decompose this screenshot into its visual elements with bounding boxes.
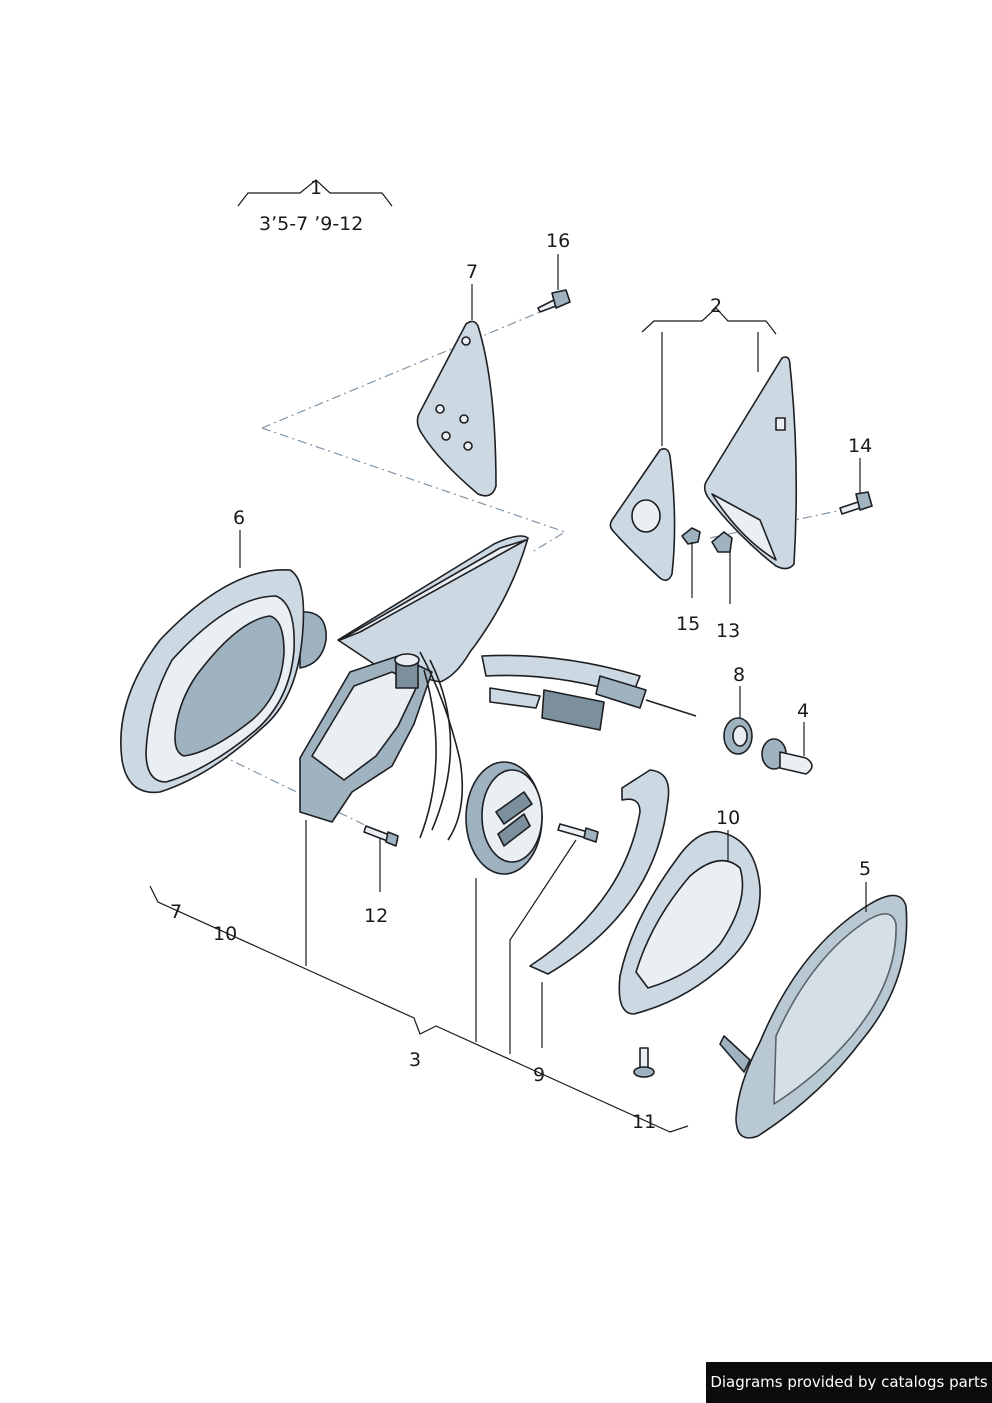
part-grommet [723, 717, 753, 755]
part-clip-13 [711, 531, 733, 553]
part-adjustment-motor [465, 761, 543, 875]
callout-1-range: 3ʼ5-7 ʼ9-12 [259, 213, 363, 235]
callout-14: 14 [848, 435, 872, 457]
callout-4: 4 [797, 700, 809, 722]
part-actuator-bracket [299, 653, 433, 823]
callout-16: 16 [546, 230, 570, 252]
callout-15: 15 [676, 613, 700, 635]
part-cover-cap [618, 830, 761, 1015]
callout-10-top: 10 [716, 807, 740, 829]
callout-11: 11 [632, 1111, 656, 1133]
callout-9: 9 [533, 1064, 545, 1086]
credit-banner: Diagrams provided by catalogs parts [706, 1362, 992, 1403]
part-screw-14 [839, 491, 873, 515]
part-trim-outer [703, 356, 798, 570]
callout-3: 3 [409, 1049, 421, 1071]
callout-13: 13 [716, 620, 740, 642]
callout-8: 8 [733, 664, 745, 686]
leader-lines [149, 179, 867, 1133]
callout-5: 5 [859, 858, 871, 880]
callout-6: 6 [233, 507, 245, 529]
part-mounting-plate [416, 320, 497, 497]
part-sealing-strip [529, 769, 670, 975]
part-trim-inner [609, 448, 676, 582]
callout-1: 1 [310, 177, 322, 199]
callout-7-bottom: 7 [170, 901, 182, 923]
part-mirror-base [337, 535, 529, 683]
part-housing-cap [120, 569, 327, 794]
part-screw-12 [363, 825, 399, 847]
callout-2: 2 [710, 295, 722, 317]
part-screw-11 [633, 1047, 655, 1078]
callout-10-bottom: 10 [213, 923, 237, 945]
part-mirror-glass [719, 894, 908, 1139]
part-bolt-16 [537, 289, 571, 313]
callout-labels: 1 3ʼ5-7 ʼ9-12 16 7 2 14 6 15 13 8 4 10 5… [170, 177, 872, 1133]
part-clip-15 [681, 527, 701, 545]
part-bulb [761, 738, 813, 775]
callout-12: 12 [364, 905, 388, 927]
callout-7-top: 7 [466, 261, 478, 283]
part-screw-motor [557, 823, 599, 843]
part-cable-harness [419, 651, 697, 841]
